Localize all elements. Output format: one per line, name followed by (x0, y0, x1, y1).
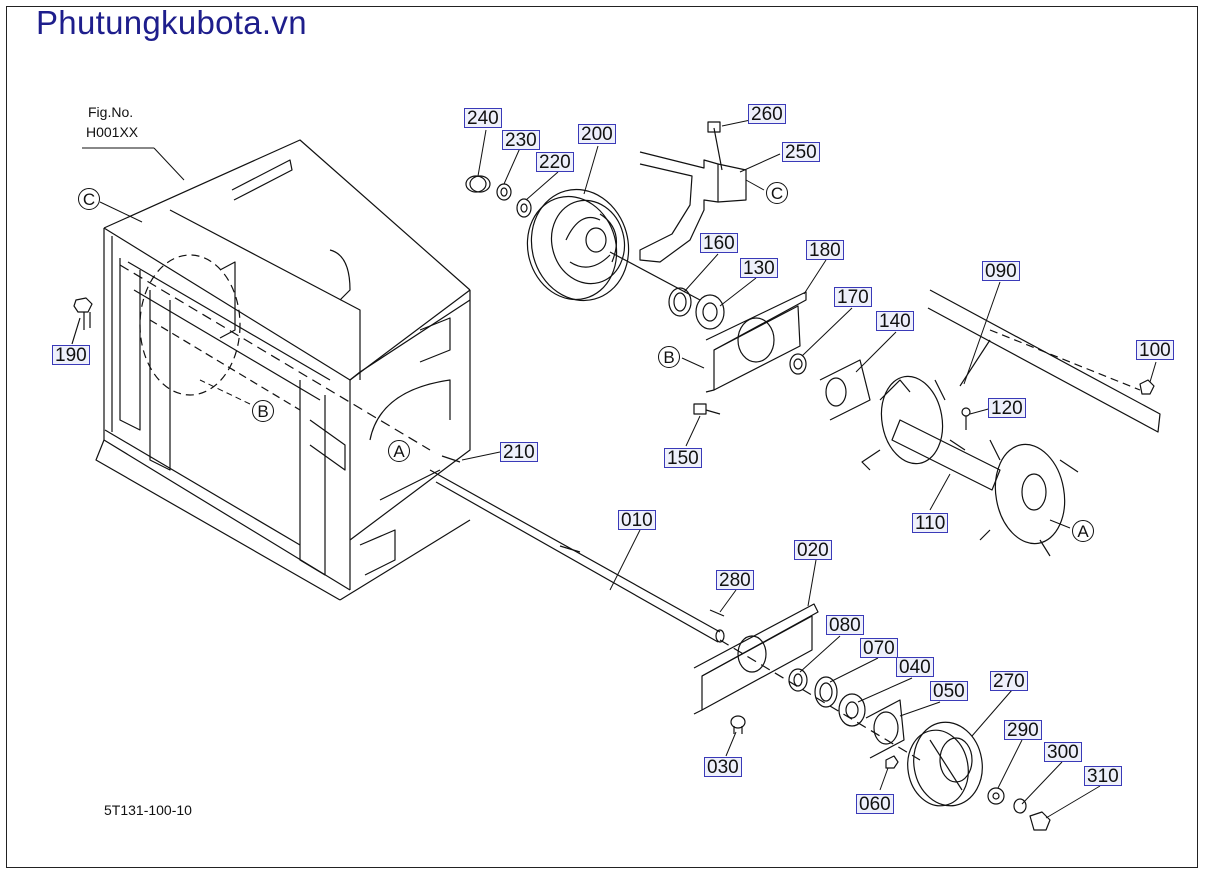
callout-230[interactable]: 230 (502, 130, 540, 151)
callout-240[interactable]: 240 (464, 108, 502, 129)
flange-050 (865, 699, 905, 759)
callout-080[interactable]: 080 (826, 615, 864, 636)
drawing-frame (6, 6, 1198, 868)
ref-letter-a-rotor: A (1072, 520, 1094, 542)
leader-lines (82, 117, 1157, 819)
callout-140[interactable]: 140 (876, 311, 914, 332)
callout-050[interactable]: 050 (930, 681, 968, 702)
callout-270[interactable]: 270 (990, 671, 1028, 692)
blade-090 (927, 289, 1161, 433)
callout-030[interactable]: 030 (704, 757, 742, 778)
callout-040[interactable]: 040 (896, 657, 934, 678)
plate-180 (705, 291, 807, 393)
callout-090[interactable]: 090 (982, 261, 1020, 282)
pulley-270 (907, 721, 983, 807)
plate-020 (693, 603, 819, 715)
callout-300[interactable]: 300 (1044, 742, 1082, 763)
callout-200[interactable]: 200 (578, 124, 616, 145)
small-bolts (441, 403, 971, 769)
bearing-130-seal-160 (668, 287, 725, 330)
seal-170-housing-140 (789, 353, 871, 421)
washers-290-300-310 (987, 787, 1051, 831)
ref-letter-a-shaft: A (388, 440, 410, 462)
ref-letter-c-frame: C (78, 188, 100, 210)
bolt-190 (71, 297, 93, 345)
figure-label: Fig.No. (88, 104, 134, 120)
callout-020[interactable]: 020 (794, 540, 832, 561)
ref-letter-b-plate: B (658, 346, 680, 368)
callout-310[interactable]: 310 (1084, 766, 1122, 787)
bracket-250 (639, 121, 747, 263)
callout-060[interactable]: 060 (856, 794, 894, 815)
callout-130[interactable]: 130 (740, 258, 778, 279)
callout-120[interactable]: 120 (988, 398, 1026, 419)
callout-260[interactable]: 260 (748, 104, 786, 125)
callout-250[interactable]: 250 (782, 142, 820, 163)
callout-160[interactable]: 160 (700, 233, 738, 254)
callout-180[interactable]: 180 (806, 240, 844, 261)
callout-070[interactable]: 070 (860, 638, 898, 659)
site-watermark: Phutungkubota.vn (36, 4, 307, 41)
callout-290[interactable]: 290 (1004, 720, 1042, 741)
housing-frame (95, 139, 471, 601)
callout-150[interactable]: 150 (664, 448, 702, 469)
bearings-040-070-080 (719, 639, 921, 761)
rotor-110 (861, 375, 1079, 557)
callout-170[interactable]: 170 (834, 287, 872, 308)
callout-280[interactable]: 280 (716, 570, 754, 591)
callout-010[interactable]: 010 (618, 510, 656, 531)
drawing-code: 5T131-100-10 (104, 802, 192, 818)
callout-110[interactable]: 110 (912, 513, 949, 534)
pulley-200 (526, 188, 701, 302)
figure-number: H001XX (86, 124, 139, 140)
washers-220-230-240 (465, 175, 532, 218)
callout-220[interactable]: 220 (536, 152, 574, 173)
shaft-010 (379, 469, 725, 643)
ref-letter-c-bracket: C (766, 182, 788, 204)
ref-letter-b-frame: B (252, 400, 274, 422)
callout-210[interactable]: 210 (500, 442, 538, 463)
callout-190[interactable]: 190 (52, 345, 90, 366)
callout-100[interactable]: 100 (1136, 340, 1174, 361)
